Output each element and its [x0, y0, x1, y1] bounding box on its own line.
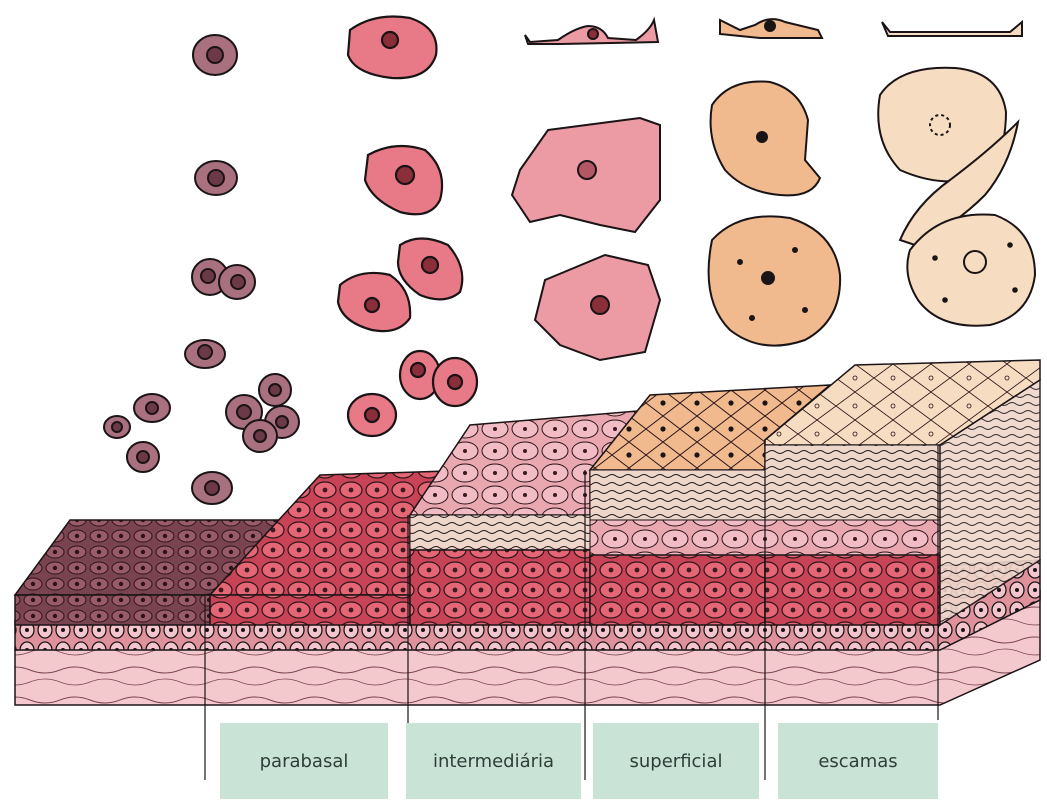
superficial-orange-cells — [709, 19, 841, 346]
intermediate-pink-cells — [512, 20, 660, 360]
stage-label-escamas-text: escamas — [818, 751, 897, 772]
intermediate-red-cells — [338, 17, 477, 437]
stage-label-intermediaria: intermediária — [406, 723, 581, 799]
stage-label-escamas: escamas — [778, 723, 938, 799]
squame-stage-fibers — [765, 445, 940, 520]
squame-stage-pink — [765, 520, 940, 555]
squame-stage-red — [765, 555, 940, 625]
squame-cells — [878, 22, 1035, 326]
parabasal-cells — [104, 35, 299, 504]
stage-label-parabasal: parabasal — [220, 723, 388, 799]
intermediate-tissue-front — [210, 595, 410, 625]
stage-label-superficial: superficial — [593, 723, 759, 799]
superficial-stage-fibers — [590, 470, 765, 520]
stage-label-superficial-text: superficial — [630, 751, 723, 772]
stage-label-parabasal-text: parabasal — [260, 751, 349, 772]
stage-label-intermediaria-text: intermediária — [433, 751, 554, 772]
superficial-stage-pink — [590, 520, 765, 555]
intermediate-stage-fibers — [410, 515, 590, 550]
superficial-stage-red — [590, 555, 765, 625]
parabasal-tissue-front — [15, 595, 210, 625]
intermediate-stage-red — [410, 550, 590, 625]
